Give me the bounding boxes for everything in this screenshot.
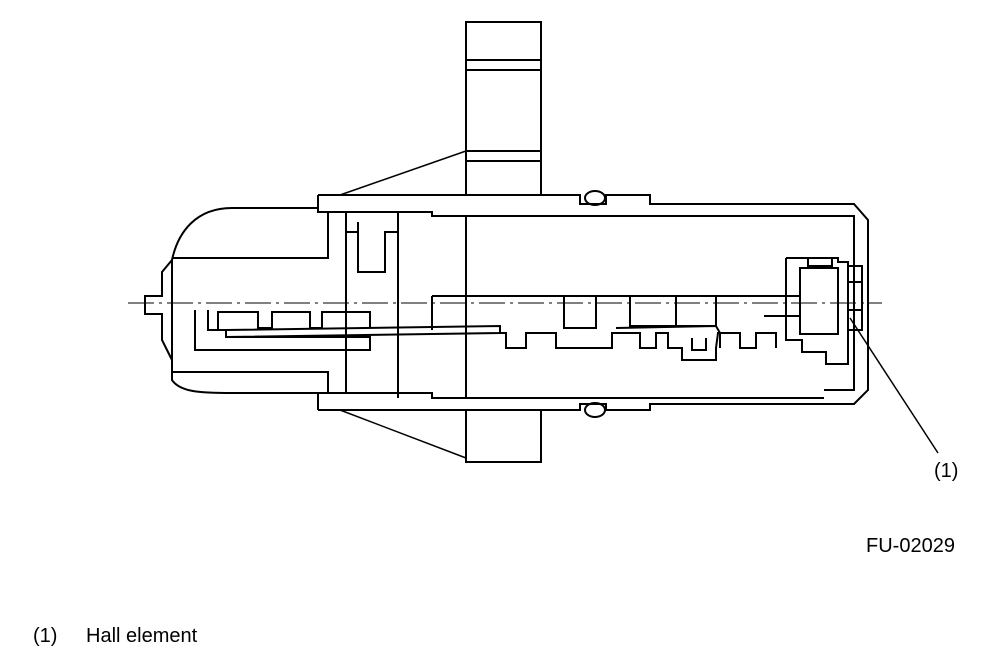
figure-code: FU-02029 [866,535,955,557]
legend-description-1: Hall element [86,625,198,647]
connector-cap [171,207,318,394]
legend-number-1: (1) [33,625,58,647]
o-ring-bottom [584,402,606,418]
mounting-bracket-top [465,21,542,195]
mounting-bracket-bottom [465,410,542,463]
sensor-body [194,310,371,351]
o-ring-top [584,190,606,206]
callout-leader-line [849,317,939,454]
callout-label-1: (1) [934,460,959,482]
hall-element [785,257,849,365]
